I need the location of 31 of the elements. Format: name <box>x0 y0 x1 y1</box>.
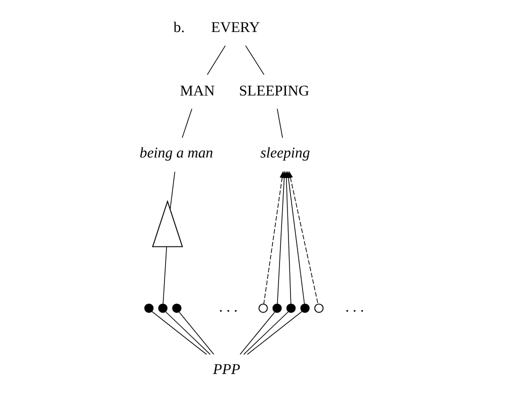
node-triangle <box>152 200 183 248</box>
connector <box>181 108 192 138</box>
connector <box>164 311 210 355</box>
node-dot <box>158 304 167 313</box>
connector <box>151 311 206 355</box>
connector <box>244 45 264 76</box>
label: . . . <box>218 300 238 316</box>
node-dot <box>300 304 310 313</box>
node-dot <box>272 304 282 313</box>
node-text: sleeping <box>260 146 310 162</box>
label: . . . <box>344 300 364 316</box>
node-dot <box>144 304 154 313</box>
node-dot <box>286 304 296 313</box>
label: b. <box>173 20 184 36</box>
node-circle <box>258 304 268 313</box>
node-text: PPP <box>212 362 240 378</box>
node-dot <box>172 304 181 313</box>
node-text: EVERY <box>210 20 260 36</box>
arrow <box>288 170 318 304</box>
connector <box>169 171 175 210</box>
connector <box>178 312 214 355</box>
node-circle <box>314 304 324 313</box>
node-text: MAN <box>180 83 214 100</box>
connector <box>239 312 275 355</box>
connector <box>246 311 302 355</box>
node-text: SLEEPING <box>238 83 309 100</box>
connector <box>206 45 226 76</box>
connector <box>242 311 288 355</box>
connector <box>276 108 282 138</box>
node-text: being a man <box>139 146 213 162</box>
connector <box>162 246 166 304</box>
